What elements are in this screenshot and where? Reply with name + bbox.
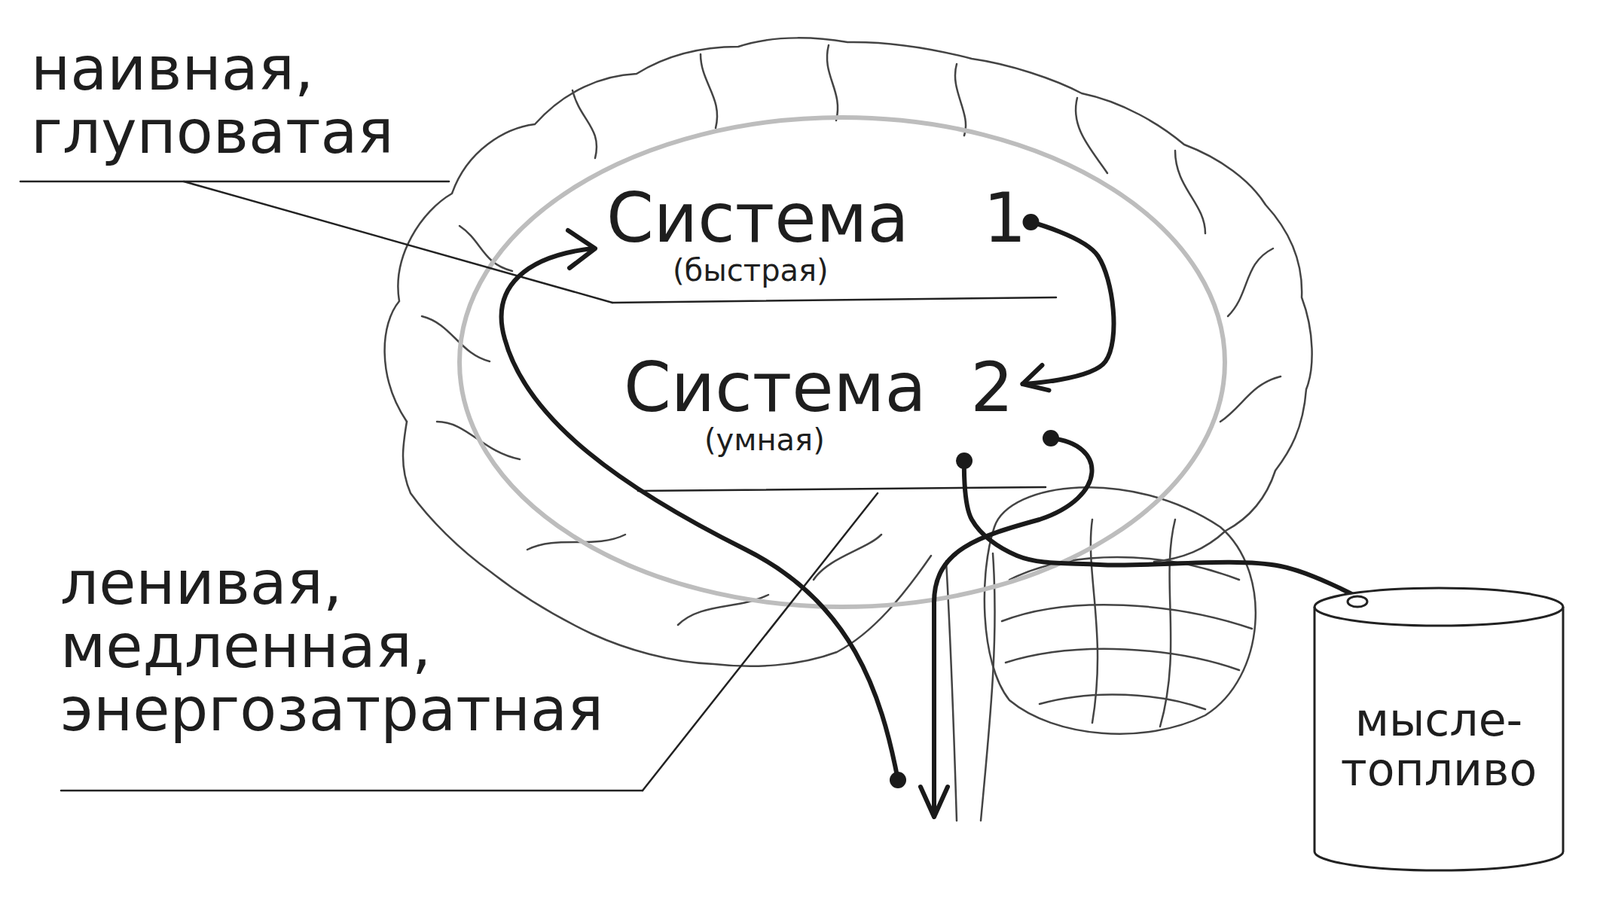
connector	[1022, 222, 1115, 385]
arrowhead	[920, 787, 948, 818]
cerebellum-fold	[1039, 694, 1206, 710]
brain-gyrus	[572, 90, 597, 159]
node-subtitle: (умная)	[623, 421, 1014, 459]
node-title: мысле- топливо	[1340, 695, 1537, 795]
can-body	[1314, 607, 1564, 871]
brain-gyrus	[700, 54, 718, 129]
output-arrow	[934, 438, 1093, 814]
underline	[638, 487, 1046, 492]
connector-group	[1022, 213, 1115, 391]
brain-gyrus	[421, 316, 490, 362]
brain-gyrus	[1220, 376, 1281, 422]
can-top	[1314, 588, 1564, 626]
fuel-can: мысле- топливо	[1311, 586, 1567, 873]
brain-gyrus	[1075, 97, 1108, 174]
can-cap	[1347, 596, 1368, 608]
system-label: Система 1(быстрая)	[606, 184, 1027, 289]
systems-ring	[459, 117, 1225, 608]
leader-line	[642, 493, 878, 791]
cerebellum-fold	[1160, 519, 1176, 727]
temporal-lobe-outline	[403, 421, 932, 667]
brain-gyrus	[827, 45, 838, 121]
leader-line	[20, 180, 449, 184]
cerebellum-fold	[1001, 604, 1252, 630]
node-subtitle: (быстрая)	[606, 252, 1027, 289]
brain-gyrus	[1175, 150, 1206, 234]
connection-dot	[889, 772, 907, 789]
node-title: Система 2	[623, 354, 1014, 422]
brain-gyrus	[1227, 248, 1274, 317]
brain-gyrus	[813, 534, 882, 581]
connector	[964, 461, 1358, 598]
annotation-label: ленивая, медленная, энергозатратная	[60, 552, 604, 742]
brain-gyrus	[955, 64, 966, 136]
brain-stem	[980, 553, 996, 822]
arrowhead	[567, 230, 596, 269]
system-label: Система 2(умная)	[623, 354, 1014, 459]
annotation-label: наивная, глуповатая	[30, 37, 394, 165]
leader-line	[61, 790, 643, 793]
cerebellum-fold	[1005, 649, 1240, 671]
arrowhead	[1022, 365, 1050, 391]
connection-dot	[1042, 430, 1060, 447]
underline	[612, 297, 1057, 303]
leader-lines	[20, 181, 1057, 791]
brain-stem	[946, 561, 957, 822]
connector-group	[955, 452, 1358, 598]
connection-dot	[955, 452, 973, 470]
node-title: Система 1	[606, 184, 1027, 253]
leader-line	[183, 181, 613, 303]
